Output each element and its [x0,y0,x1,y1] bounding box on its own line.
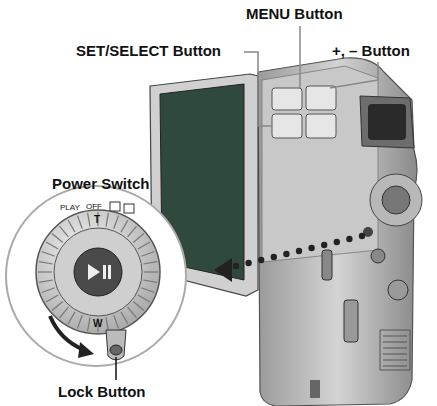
part-label: +, – Button [332,43,410,60]
pointer-dot [308,245,314,251]
control-button [388,280,408,300]
side-panel [262,66,378,262]
dial-ridge [121,312,128,324]
plus-minus-key [306,86,336,110]
dial-ridge [46,295,58,302]
play-icon [88,264,100,280]
viewfinder [360,96,414,148]
slide-switch [344,300,358,342]
dial-ridge [59,226,68,237]
dial-ridge [52,302,63,311]
pointer-dot [359,233,365,239]
part-label: Lock Button [58,384,146,401]
grille-slot [383,360,407,361]
switch-lever [106,330,126,360]
dial-ridge [138,242,150,249]
part-label: Power Switch [52,176,150,193]
inset-circle [6,186,186,366]
pointer-dot [283,251,289,257]
leader-line [377,62,379,80]
slide-switch [322,250,332,280]
pause-icon [103,265,106,279]
dial-ridge [128,226,137,237]
lock-button [110,345,122,355]
control-button [371,249,385,263]
dial-ridge [106,213,108,227]
grille-slot [383,336,407,337]
set-select-key [272,114,302,138]
dial-ridge [121,220,128,232]
dial-ridge [133,302,144,311]
pointer-dot [245,260,251,266]
key [306,114,336,138]
pointer-dot [271,254,277,260]
dial-ridge [42,251,55,256]
dial-ridge [38,271,52,272]
dial-ridge [52,233,63,242]
pointer-dot [296,248,302,254]
dial-marking: OFF [86,203,102,212]
dial-ridge [77,315,82,328]
dial-ridge [138,295,150,302]
dial-ridge [128,307,137,318]
dial-ridge [39,280,53,282]
jack [310,380,320,398]
dial-ridge [144,271,158,272]
rotation-arrow [50,316,84,350]
grille-slot [383,366,407,367]
dial-ridge [42,288,55,293]
pause-icon [108,265,111,279]
pointer-head [214,258,232,282]
dial-ridge [133,233,144,242]
part-label: MENU Button [246,6,343,23]
dial-ridge [68,312,75,324]
camera-power-dial [370,174,422,226]
dial-ridge [59,307,68,318]
pointer-dot [346,236,352,242]
grille [380,330,410,370]
dial-ridge [68,220,75,232]
dial-center [382,186,410,214]
leader-line [244,52,272,126]
power-switch-dial [36,210,160,334]
dial-ridge [114,315,119,328]
leader-line [299,26,301,88]
part-label: W [93,318,102,329]
grille-slot [383,342,407,343]
auto-mode-icon [110,202,120,211]
dial-ridge [88,213,90,227]
dial-ridge [88,317,90,331]
grille-slot [383,348,407,349]
dial-ring [54,228,142,316]
play-pause-button [74,248,122,296]
menu-key [272,88,302,110]
dial-ridge [77,216,82,229]
dial-ridge [143,280,157,282]
camcorder-body [258,58,417,406]
pointer-dot [258,257,264,263]
grille-slot [383,354,407,355]
dial-ridge [106,317,108,331]
dial-ridge [114,216,119,229]
pointer-dot [321,242,327,248]
part-label: T [94,214,100,225]
pointer-dot [233,263,239,269]
manual-mode-icon [124,204,134,213]
dial-ridge [143,262,157,264]
leader-line [115,357,117,380]
dial-ridge [46,242,58,249]
part-label: SET/SELECT Button [76,43,221,60]
pointer-dot [334,239,340,245]
viewfinder-eyepiece [368,104,406,140]
dial-ridge [39,262,53,264]
dial-marking: PLAY [60,204,80,213]
dial-ridge [141,251,154,256]
dial-ridge [141,288,154,293]
leader-line [330,80,378,88]
rotation-arrowhead [78,342,94,358]
